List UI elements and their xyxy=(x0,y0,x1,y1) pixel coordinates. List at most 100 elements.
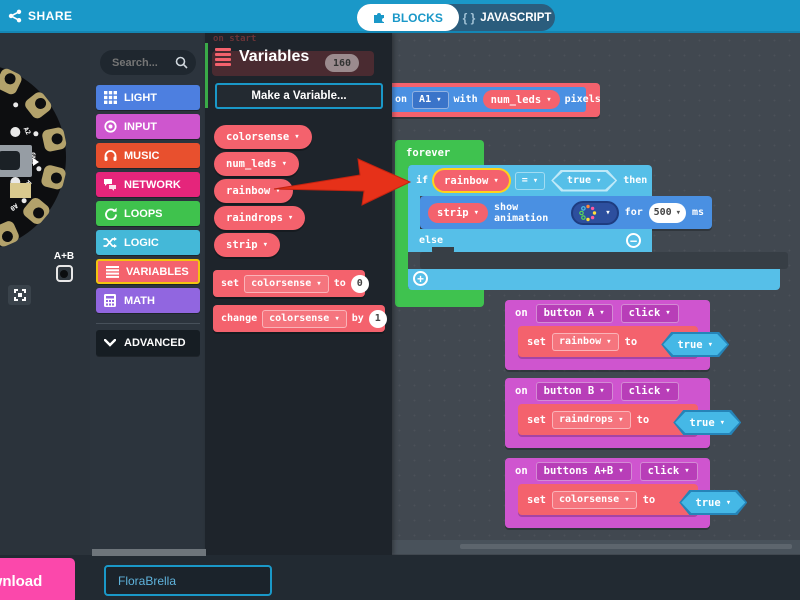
set-label: set xyxy=(527,335,546,348)
variable-dropdown[interactable]: colorsense xyxy=(262,309,347,328)
pin-label-a0: A0 xyxy=(8,201,19,212)
category-logic[interactable]: LOGIC xyxy=(96,230,200,255)
variable-dropdown[interactable]: colorsense xyxy=(551,490,637,509)
minus-circle-icon[interactable]: − xyxy=(626,233,641,248)
num-leds-pill[interactable]: num_leds xyxy=(482,90,560,109)
set-colorsense-block[interactable]: set colorsense to true xyxy=(518,484,698,515)
category-loops[interactable]: LOOPS xyxy=(96,201,200,226)
else-label: else xyxy=(419,235,444,246)
plus-circle-icon[interactable]: + xyxy=(413,271,428,286)
operator-dropdown[interactable]: = xyxy=(514,171,546,190)
button-dropdown[interactable]: button B xyxy=(535,381,613,401)
click-dropdown[interactable]: click xyxy=(620,381,679,401)
condition-rainbow-pill[interactable]: rainbow xyxy=(434,170,509,191)
strip-pins-block[interactable]: on A1 with num_leds pixels xyxy=(392,87,601,112)
circuit-playground-board[interactable]: A2 GND A1 A0 xyxy=(0,33,90,248)
if-block[interactable]: if rainbow = true then xyxy=(408,165,652,196)
ghost-on-start: on start xyxy=(213,34,257,44)
tab-javascript[interactable]: { } JAVASCRIPT xyxy=(459,4,555,31)
category-math[interactable]: MATH xyxy=(96,288,200,313)
category-loops-label: LOOPS xyxy=(124,207,163,220)
make-variable-button[interactable]: Make a Variable... xyxy=(215,83,383,109)
category-music-label: MUSIC xyxy=(124,149,160,162)
variable-pill-raindrops[interactable]: raindrops xyxy=(214,206,306,230)
button-dropdown[interactable]: button A xyxy=(535,303,613,323)
category-variables-label: VARIABLES xyxy=(126,265,189,278)
button-dropdown[interactable]: buttons A+B xyxy=(535,461,632,481)
set-raindrops-block[interactable]: set raindrops to true xyxy=(518,404,698,435)
if-label: if xyxy=(416,175,429,186)
for-label: for xyxy=(624,207,643,218)
search-input[interactable] xyxy=(112,56,175,69)
pin-dropdown[interactable]: A1 xyxy=(412,90,449,109)
set-rainbow-block[interactable]: set rainbow to true xyxy=(518,326,698,357)
variable-dropdown[interactable]: raindrops xyxy=(551,410,631,429)
repeat-icon xyxy=(103,207,117,220)
set-variable-block[interactable]: set colorsense to 0 xyxy=(213,270,369,297)
variables-flyout: on start 160 create strip Variables Make… xyxy=(205,33,392,555)
category-variables[interactable]: VARIABLES xyxy=(96,259,200,284)
variable-dropdown[interactable]: colorsense xyxy=(244,274,329,293)
true-dropdown[interactable]: true xyxy=(675,412,739,433)
by-label: by xyxy=(351,313,364,324)
variable-pill-colorsense[interactable]: colorsense xyxy=(214,125,312,149)
on-label: on xyxy=(515,307,528,319)
variable-pill-num-leds[interactable]: num_leds xyxy=(214,152,299,176)
share-label: SHARE xyxy=(28,8,73,23)
event-button-a-block[interactable]: on button A click set rainbow to true xyxy=(505,300,710,370)
share-button[interactable]: SHARE xyxy=(8,0,73,31)
set-label: set xyxy=(527,413,546,426)
create-strip-block[interactable]: on A1 with num_leds pixels xyxy=(392,83,601,117)
value-input[interactable]: 1 xyxy=(368,309,387,328)
empty-slot xyxy=(420,252,788,269)
animation-preview-dropdown[interactable] xyxy=(571,200,619,225)
tab-blocks[interactable]: BLOCKS xyxy=(357,4,459,31)
to-label: to xyxy=(624,335,638,348)
category-light[interactable]: LIGHT xyxy=(96,85,200,110)
category-advanced[interactable]: ADVANCED xyxy=(96,330,200,356)
category-network[interactable]: NETWORK xyxy=(96,172,200,197)
flyout-header: Variables xyxy=(215,48,309,66)
true-dropdown[interactable]: true xyxy=(681,492,745,513)
strip-pill[interactable]: strip xyxy=(428,202,489,223)
forever-block[interactable]: forever xyxy=(395,140,484,167)
click-dropdown[interactable]: click xyxy=(639,461,698,481)
duration-dropdown[interactable]: 500 xyxy=(648,202,686,223)
forever-bottom xyxy=(395,288,484,307)
board-component xyxy=(10,183,31,198)
fullscreen-icon xyxy=(13,289,26,301)
change-label: change xyxy=(221,313,258,324)
workspace-canvas[interactable]: on A1 with num_leds pixels forever if ra… xyxy=(392,33,800,555)
change-variable-block[interactable]: change colorsense by 1 xyxy=(213,305,387,332)
calculator-icon xyxy=(103,294,117,307)
variable-pill-strip[interactable]: strip xyxy=(214,233,281,257)
download-button[interactable]: Download xyxy=(0,558,75,600)
true-dropdown[interactable]: true xyxy=(553,172,615,190)
sidebar-scrollbar[interactable] xyxy=(92,549,206,556)
fullscreen-button[interactable] xyxy=(8,285,31,305)
category-music[interactable]: MUSIC xyxy=(96,143,200,168)
chat-icon xyxy=(103,178,117,191)
value-input[interactable]: 0 xyxy=(350,274,369,293)
to-label: to xyxy=(636,413,650,426)
search-box[interactable] xyxy=(100,50,196,75)
ab-button[interactable] xyxy=(55,265,73,282)
show-animation-block[interactable]: strip show animation for 500 ms xyxy=(420,196,712,229)
forever-spine xyxy=(395,163,408,290)
canvas-scrollbar[interactable] xyxy=(460,544,792,549)
project-name-input[interactable] xyxy=(106,567,270,594)
shuffle-icon xyxy=(103,236,117,249)
category-network-label: NETWORK xyxy=(124,178,181,191)
event-buttons-ab-block[interactable]: on buttons A+B click set colorsense to t… xyxy=(505,458,710,528)
editor-toggle: BLOCKS { } JAVASCRIPT xyxy=(357,4,555,31)
variable-pill-rainbow[interactable]: rainbow xyxy=(214,179,293,203)
click-dropdown[interactable]: click xyxy=(620,303,679,323)
event-button-b-block[interactable]: on button B click set raindrops to true xyxy=(505,378,710,448)
true-hex-outer: true xyxy=(673,410,741,435)
true-dropdown[interactable]: true xyxy=(663,334,727,355)
category-input-label: INPUT xyxy=(124,120,157,133)
true-hex-outer: true xyxy=(661,332,729,357)
ghost-number: 160 xyxy=(325,54,359,72)
variable-dropdown[interactable]: rainbow xyxy=(551,332,619,351)
category-input[interactable]: INPUT xyxy=(96,114,200,139)
